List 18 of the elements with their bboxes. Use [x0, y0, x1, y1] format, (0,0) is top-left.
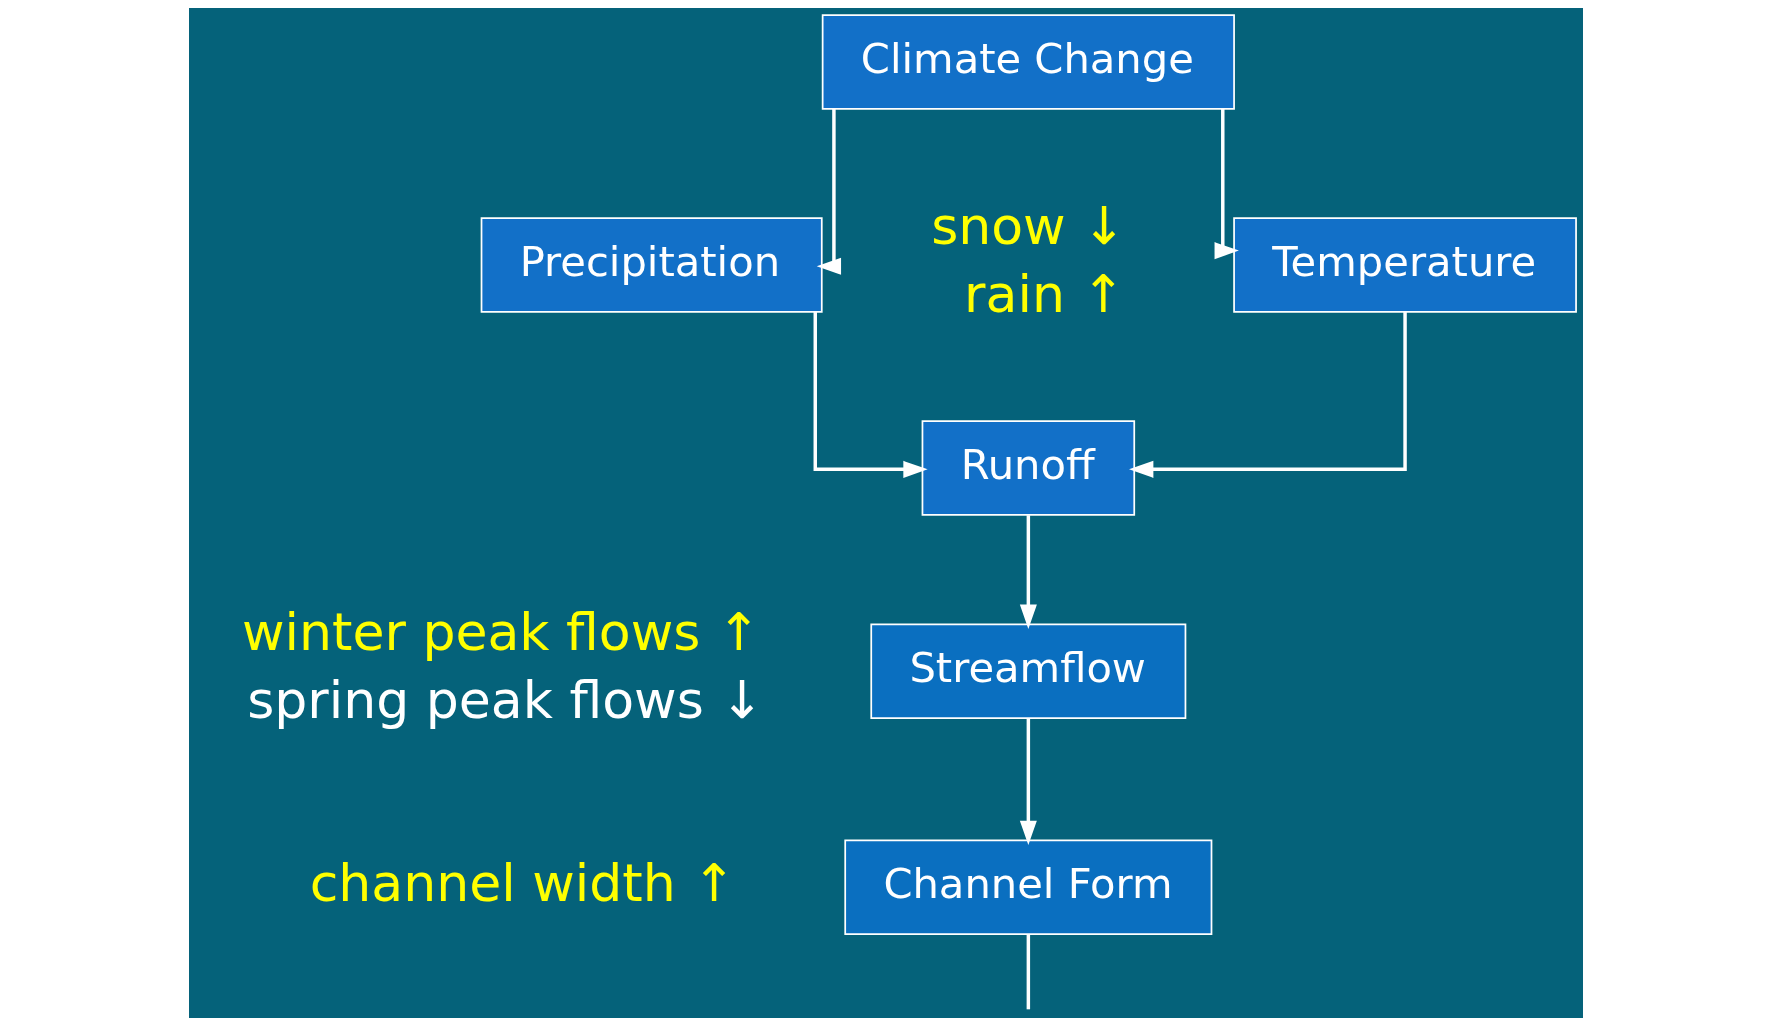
arrow: [1019, 515, 1037, 629]
node-box: Streamflow: [870, 623, 1187, 719]
arrow: [813, 311, 928, 478]
node-label: spring peak flows ↓: [247, 670, 764, 731]
arrow: [1214, 109, 1239, 260]
node-label: channel width ↑: [309, 853, 736, 914]
node-label: rain ↑: [964, 263, 1126, 324]
node-label: snow ↓: [931, 196, 1126, 257]
node-box: Runoff: [921, 420, 1136, 516]
node-label: winter peak flows ↑: [241, 602, 761, 663]
arrow: [1129, 311, 1407, 478]
node-box: Channel Form: [844, 839, 1213, 936]
arrow: [1019, 718, 1037, 846]
node-box: Climate Change: [821, 14, 1235, 110]
node-box: Precipitation: [480, 217, 823, 313]
connector: [1026, 934, 1031, 1010]
node-box: Temperature: [1233, 217, 1577, 313]
arrow: [816, 108, 842, 275]
